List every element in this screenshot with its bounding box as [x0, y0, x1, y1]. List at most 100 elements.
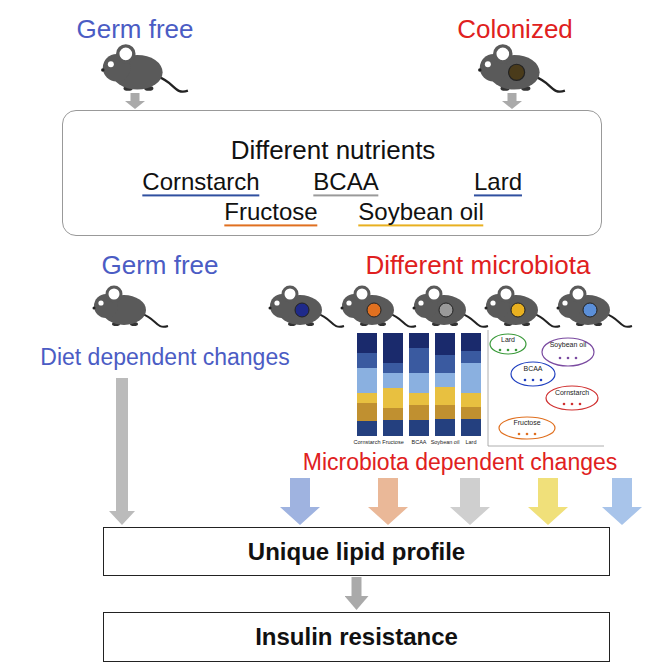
mouse-nose [341, 307, 344, 310]
nutrient-panel: Different nutrientsCornstarchBCAALardFru… [62, 110, 602, 236]
sample-dot [540, 379, 543, 382]
nutrient-name: Soybean oil [358, 199, 483, 226]
plot-axis [488, 446, 604, 447]
mouse-nose [478, 68, 481, 71]
mouse-ear [283, 287, 297, 301]
bar-segment [435, 373, 455, 387]
sample-dot [567, 357, 570, 360]
chart-label: Fructose [513, 419, 540, 427]
mouse-nose [557, 307, 560, 310]
colored-arrow [280, 478, 320, 525]
mouse-tail [535, 77, 565, 92]
mouse-tail [158, 77, 188, 92]
mouse-ear [571, 287, 585, 301]
bar-segment [461, 407, 481, 419]
mouse-eye [562, 300, 567, 305]
bar-segment [461, 333, 481, 351]
chart-label: Lard [501, 336, 515, 344]
sample-dot [532, 379, 535, 382]
bar-segment [357, 368, 377, 393]
mouse-icon [93, 287, 169, 327]
microbiota-dot [511, 303, 525, 317]
sample-dot [534, 433, 537, 436]
bar-segment [409, 348, 429, 373]
mouse-tail [606, 314, 632, 327]
chart-label: Cornstarch [354, 439, 381, 445]
annotation-text: Diet dependent changes [40, 344, 289, 370]
mouse-eye [108, 61, 114, 67]
bar-segment [383, 363, 403, 373]
bar-segment [357, 403, 377, 421]
bar-segment [357, 421, 377, 436]
mouse-tail [534, 314, 560, 327]
mouse-eye [274, 300, 279, 305]
sample-dot [507, 349, 510, 352]
bar-segment [461, 419, 481, 436]
mouse-nose [413, 307, 416, 310]
cluster-ellipse [542, 338, 594, 366]
mouse-icon [478, 46, 565, 92]
mouse-ear [107, 287, 121, 301]
box-label: Insulin resistance [255, 623, 458, 651]
colored-arrow [528, 478, 568, 525]
annotation-text: Colonized [457, 15, 573, 45]
microbiota-dot [583, 303, 597, 317]
colored-arrow [450, 478, 490, 525]
sample-dot [499, 349, 502, 352]
sample-dot [559, 357, 562, 360]
sample-dot [579, 403, 582, 406]
mouse-ear [495, 46, 511, 62]
cluster-ellipse [546, 386, 598, 410]
mouse-ear [499, 287, 513, 301]
sample-dot [571, 403, 574, 406]
nutrient-name: Fructose [224, 199, 317, 226]
bar-segment [435, 405, 455, 419]
plot-axis [488, 330, 489, 446]
mouse-icon [485, 287, 561, 327]
cluster-ellipse [490, 334, 526, 354]
nutrient-name: BCAA [313, 169, 378, 196]
mouse-eye [346, 300, 351, 305]
bar-segment [383, 388, 403, 408]
cluster-ellipse [511, 362, 555, 386]
sample-dot [515, 349, 518, 352]
down-arrow [125, 93, 145, 109]
box-label: Unique lipid profile [248, 538, 465, 566]
mouse-tail [462, 314, 488, 327]
bar-segment [435, 355, 455, 373]
mouse-tail [318, 314, 344, 327]
chart-label: Soybean oil [550, 341, 587, 349]
sample-dot [524, 379, 527, 382]
bar-segment [435, 419, 455, 436]
bar-segment [435, 333, 455, 355]
bar-segment [409, 420, 429, 436]
bar-segment [383, 420, 403, 436]
chart-label: Fructose [382, 439, 403, 445]
mouse-icon [341, 287, 417, 327]
bar-segment [409, 373, 429, 393]
chart-label: Lard [465, 439, 476, 445]
mouse-nose [93, 307, 96, 310]
bar-segment [357, 393, 377, 403]
bar-segment [461, 363, 481, 393]
microbiota-dot [509, 64, 525, 80]
mouse-icon [557, 287, 633, 327]
mouse-eye [418, 300, 423, 305]
microbiota-dot [367, 303, 381, 317]
mouse-icon [101, 46, 188, 92]
chart-label: BCAA [523, 365, 542, 373]
mouse-nose [269, 307, 272, 310]
mouse-tail [142, 314, 168, 327]
mouse-tail [390, 314, 416, 327]
bar-segment [383, 408, 403, 420]
sample-dot [526, 433, 529, 436]
down-arrow [109, 378, 135, 525]
result-box: Unique lipid profile [103, 527, 610, 576]
annotation-text: Germ free [76, 15, 193, 45]
sample-dot [575, 357, 578, 360]
panel-heading: Different nutrients [231, 137, 436, 164]
mouse-ear [355, 287, 369, 301]
mouse-icon [413, 287, 489, 327]
sample-dot [563, 403, 566, 406]
